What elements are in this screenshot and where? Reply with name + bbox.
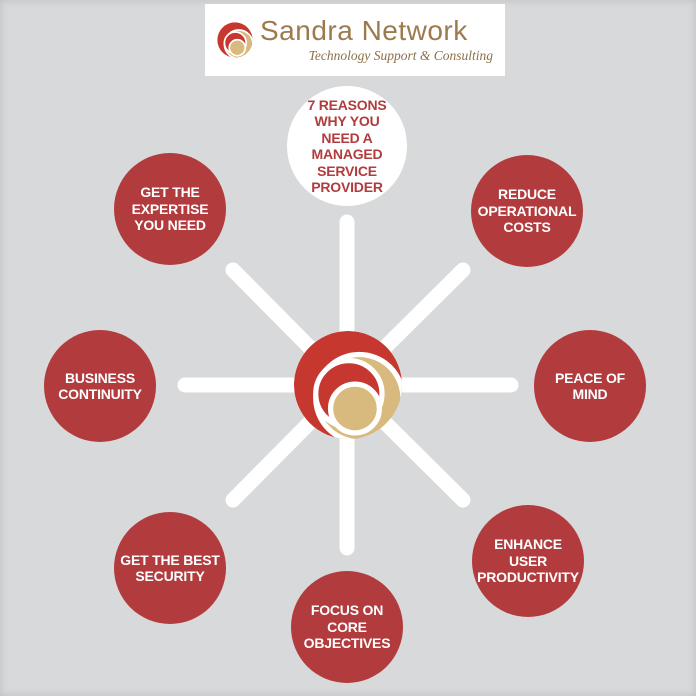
- reason-circle-peace-of-mind: PEACE OF MIND: [534, 330, 646, 442]
- reason-label: ENHANCE USER PRODUCTIVITY: [477, 536, 579, 586]
- reason-circle-get-the-expertise-you-need: GET THE EXPERTISE YOU NEED: [114, 153, 226, 265]
- reason-circle-get-the-best-security: GET THE BEST SECURITY: [114, 512, 226, 624]
- brand-header: Sandra Network Technology Support & Cons…: [205, 4, 505, 76]
- reason-circle-focus-on-core-objectives: FOCUS ON CORE OBJECTIVES: [291, 571, 403, 683]
- hub-logo-icon: [293, 330, 403, 440]
- reason-label: PEACE OF MIND: [555, 369, 625, 403]
- reason-circle-business-continuity: BUSINESS CONTINUITY: [44, 330, 156, 442]
- brand-text: Sandra Network Technology Support & Cons…: [260, 16, 493, 63]
- reason-circle-reduce-operational-costs: REDUCE OPERATIONAL COSTS: [471, 155, 583, 267]
- reason-label: REDUCE OPERATIONAL COSTS: [477, 186, 577, 236]
- reason-label: GET THE BEST SECURITY: [120, 551, 220, 585]
- brand-logo-icon: [217, 22, 253, 58]
- reason-label: GET THE EXPERTISE YOU NEED: [131, 184, 209, 234]
- brand-tagline: Technology Support & Consulting: [308, 47, 493, 63]
- reason-label: BUSINESS CONTINUITY: [58, 369, 142, 403]
- topic-circle-7-reasons: 7 REASONS WHY YOU NEED A MANAGED SERVICE…: [287, 86, 407, 206]
- reason-label: FOCUS ON CORE OBJECTIVES: [303, 602, 391, 652]
- reason-circle-enhance-user-productivity: ENHANCE USER PRODUCTIVITY: [472, 505, 584, 617]
- topic-label: 7 REASONS WHY YOU NEED A MANAGED SERVICE…: [307, 96, 387, 196]
- brand-name: Sandra Network: [260, 15, 468, 47]
